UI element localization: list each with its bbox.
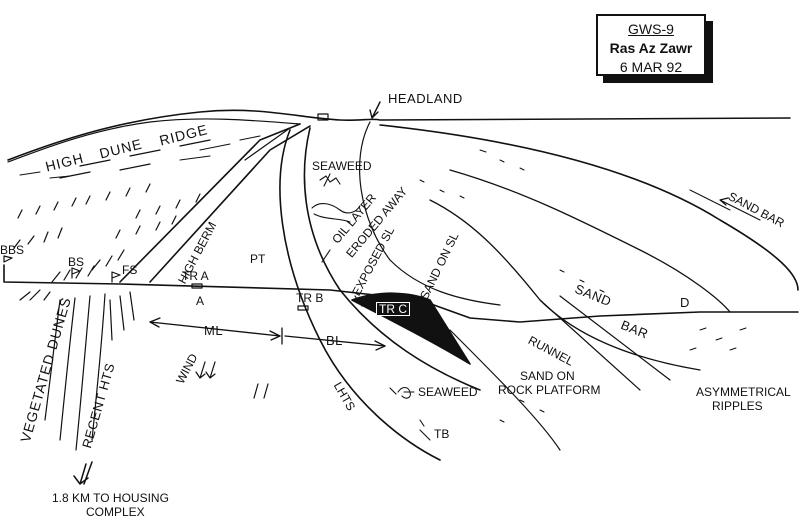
stipple-marks	[419, 149, 605, 423]
label-tr-a: TR A	[182, 269, 209, 283]
title-box: GWS-9 Ras Az Zawr 6 MAR 92	[596, 14, 706, 76]
bar-curve	[429, 199, 701, 371]
label-headland: HEADLAND	[388, 91, 463, 106]
dune-ridge-marks	[19, 135, 261, 179]
fs-stake	[111, 271, 121, 283]
label-bl: BL	[326, 333, 343, 348]
sand-bar-ripples-dashes	[689, 327, 747, 351]
label-ripples: RIPPLES	[712, 399, 763, 413]
high-berm-line-2	[149, 125, 311, 283]
tr-a-marker	[191, 283, 203, 289]
high-berm-line-1	[119, 123, 301, 283]
label-tr-c: TR C	[376, 302, 410, 316]
location-name: Ras Az Zawr	[609, 40, 693, 56]
exposed-sl-pointer	[354, 295, 363, 307]
label-sand-on-rock-1: SAND ON	[520, 369, 575, 383]
oil-layer-pointer	[321, 249, 331, 263]
label-housing-1: 1.8 KM TO HOUSING	[52, 491, 169, 505]
tb-pointer	[419, 419, 425, 427]
label-seaweed-bottom: SEAWEED	[418, 385, 478, 399]
bs-stake	[71, 267, 81, 279]
station-id: GWS-9	[628, 21, 674, 37]
seaweed-pointer	[323, 173, 331, 187]
label-tb: TB	[434, 427, 450, 441]
survey-date: 6 MAR 92	[619, 59, 683, 75]
sand-bar-inner	[449, 169, 731, 313]
tr-b-marker	[297, 305, 309, 311]
swash-curve-3	[359, 121, 501, 306]
wind-arrows	[195, 361, 269, 399]
bl-arrow-line	[284, 335, 386, 347]
label-seaweed-top: SEAWEED	[312, 159, 372, 173]
label-ml: ML	[204, 323, 224, 338]
high-berm-line-3	[244, 127, 291, 161]
seaweed-clumps	[311, 175, 431, 441]
label-asymmetrical: ASYMMETRICAL	[696, 385, 791, 399]
label-housing-2: COMPLEX	[86, 505, 145, 519]
label-d: D	[680, 295, 690, 310]
sand-on-rock-line	[449, 329, 561, 451]
label-a: A	[196, 294, 205, 308]
sand-bar-arrow	[719, 197, 761, 221]
label-bs: BS	[68, 255, 85, 269]
label-sand-on-rock-2: ROCK PLATFORM	[498, 383, 601, 397]
profile-baseline	[3, 264, 799, 323]
bbs-stake	[3, 255, 13, 263]
headland-marker	[317, 113, 329, 121]
vegetated-dunes-hatching	[13, 139, 211, 451]
swash-curve-2	[303, 127, 481, 391]
label-pt: PT	[250, 252, 266, 266]
label-tr-b: TR B	[296, 291, 324, 305]
ml-arrow-line	[149, 321, 281, 337]
label-bbs: BBS	[0, 243, 25, 257]
housing-arrow	[73, 461, 93, 485]
headland-arrow	[369, 101, 381, 119]
horizon-line	[7, 109, 791, 161]
dune-ridge-top	[7, 118, 301, 163]
sand-bar-outer	[379, 124, 799, 291]
runnel-line-2	[559, 295, 671, 381]
label-fs: FS	[122, 263, 138, 277]
runnel-line-1	[539, 299, 641, 391]
